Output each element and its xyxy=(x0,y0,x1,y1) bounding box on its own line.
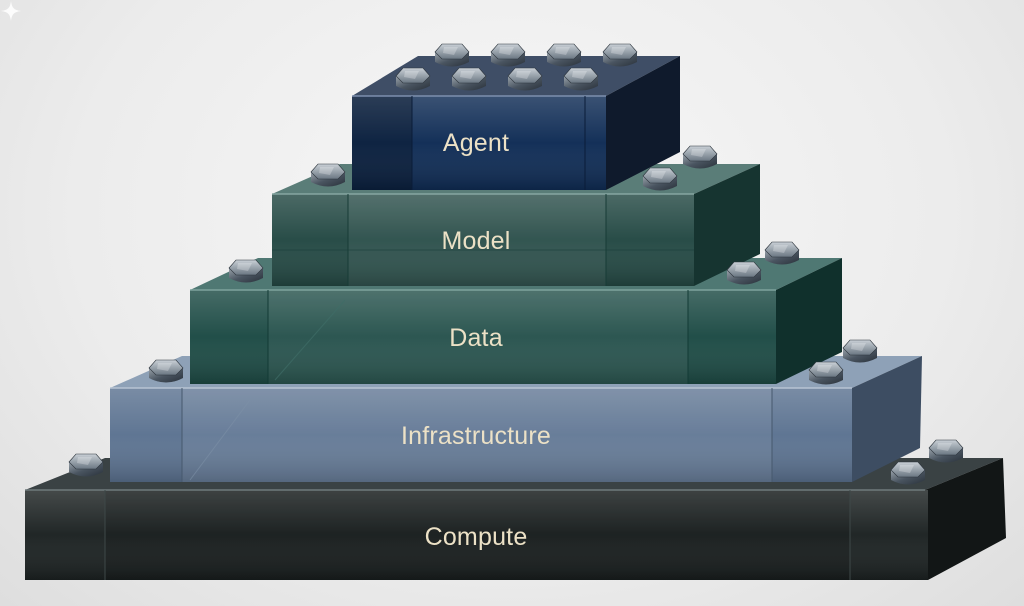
stud-connector xyxy=(435,44,469,67)
stud-connector xyxy=(547,44,581,67)
stud-connector xyxy=(564,68,598,91)
stud-connector xyxy=(229,260,263,283)
stud-connector xyxy=(843,340,877,363)
layer-label-data: Data xyxy=(449,324,503,352)
sparkle-icon xyxy=(0,0,22,22)
layer-label-infrastructure: Infrastructure xyxy=(401,422,551,450)
stud-connector xyxy=(891,462,925,485)
stud-connector xyxy=(491,44,525,67)
stud-connector xyxy=(149,360,183,383)
layer-label-model: Model xyxy=(441,227,510,255)
stud-connector xyxy=(311,164,345,187)
stud-connector xyxy=(69,454,103,477)
stud-connector xyxy=(452,68,486,91)
stud-connector xyxy=(809,362,843,385)
layer-label-agent: Agent xyxy=(443,129,509,157)
stud-connector xyxy=(929,440,963,463)
stud-connector xyxy=(683,146,717,169)
stud-connector xyxy=(508,68,542,91)
stud-connector xyxy=(396,68,430,91)
stud-connector xyxy=(643,168,677,191)
stud-connector xyxy=(727,262,761,285)
stud-connector xyxy=(603,44,637,67)
stud-connector xyxy=(765,242,799,265)
layer-label-compute: Compute xyxy=(425,523,528,551)
